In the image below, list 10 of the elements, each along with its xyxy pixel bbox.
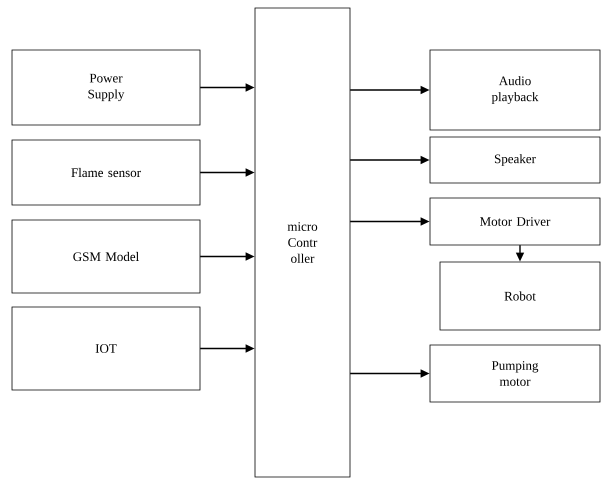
block-box: GSM Model xyxy=(12,220,200,294)
block-box: Speaker xyxy=(430,136,600,184)
block-box: Audio playback xyxy=(430,50,600,130)
block-box: IOT xyxy=(12,306,200,390)
block-box: Motor Driver xyxy=(430,198,600,246)
block-box: Flame sensor xyxy=(12,140,200,206)
controller-box: micro Contr oller xyxy=(254,8,350,478)
block-box: Pumping motor xyxy=(430,344,600,402)
block-box: Power Supply xyxy=(12,50,200,126)
block-box: Robot xyxy=(440,262,600,330)
